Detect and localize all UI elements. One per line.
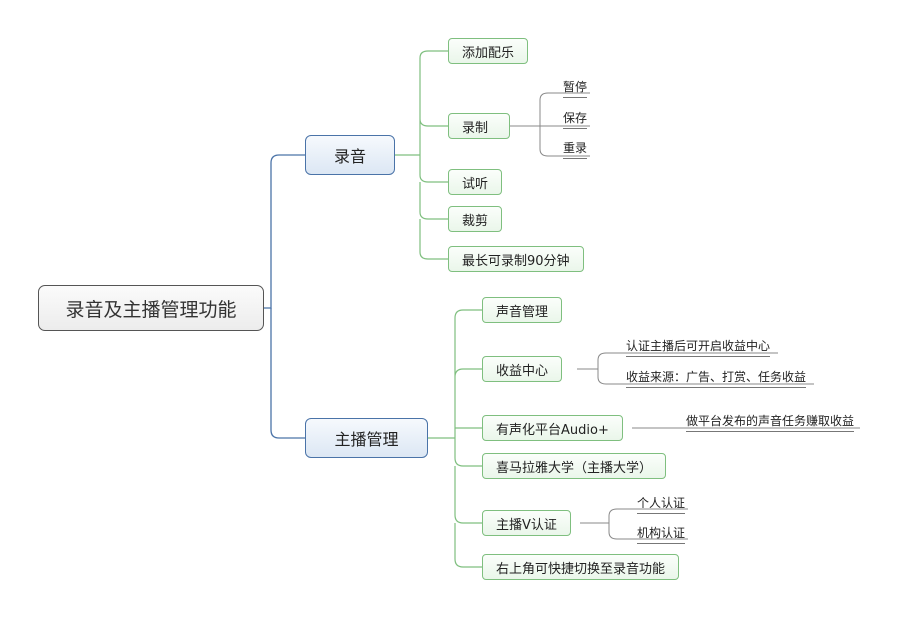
topic-preview[interactable]: 试听 <box>448 169 503 195</box>
branch-recording[interactable]: 录音 <box>305 135 395 175</box>
leaf-income-unlock[interactable]: 认证主播后可开启收益中心 <box>626 337 771 357</box>
connector-income-leaves <box>577 352 814 385</box>
topic-max-duration[interactable]: 最长可录制90分钟 <box>448 246 584 272</box>
leaf-rerecord[interactable]: 重录 <box>563 139 588 159</box>
leaf-personal-verification[interactable]: 个人认证 <box>637 494 686 514</box>
leaf-org-verification[interactable]: 机构认证 <box>637 524 686 544</box>
connector-root-recording <box>264 154 305 309</box>
leaf-pause[interactable]: 暂停 <box>563 78 588 98</box>
topic-trim[interactable]: 裁剪 <box>448 206 503 232</box>
connector-recording-subs <box>395 50 448 260</box>
leaf-save[interactable]: 保存 <box>563 109 588 129</box>
topic-audio-plus[interactable]: 有声化平台Audio+ <box>482 415 623 441</box>
connector-root-anchor <box>270 308 305 439</box>
topic-voice-management[interactable]: 声音管理 <box>482 297 563 323</box>
root-topic[interactable]: 录音及主播管理功能 <box>38 285 264 331</box>
topic-v-verification[interactable]: 主播V认证 <box>482 510 571 536</box>
branch-anchor-management[interactable]: 主播管理 <box>305 418 428 458</box>
leaf-audio-tasks[interactable]: 做平台发布的声音任务赚取收益 <box>686 412 855 432</box>
connector-record-leaves <box>510 92 590 157</box>
topic-income-center[interactable]: 收益中心 <box>482 356 563 382</box>
leaf-income-sources[interactable]: 收益来源：广告、打赏、任务收益 <box>626 368 807 388</box>
connector-verify-leaves <box>580 508 688 540</box>
connector-anchor-subs <box>428 309 482 568</box>
topic-ximalaya-university[interactable]: 喜马拉雅大学（主播大学） <box>482 453 667 479</box>
topic-add-music[interactable]: 添加配乐 <box>448 38 529 64</box>
topic-record[interactable]: 录制 <box>448 113 510 139</box>
topic-quick-switch[interactable]: 右上角可快捷切换至录音功能 <box>482 554 680 580</box>
